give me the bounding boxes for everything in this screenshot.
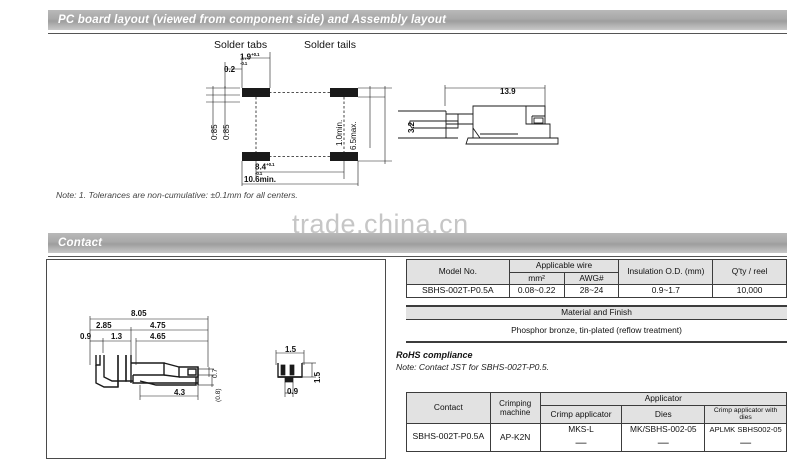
pcb-tolerance-note: Note: 1. Tolerances are non-cumulative: … <box>56 190 298 200</box>
dimension-contact-4-65: 4.65 <box>150 332 166 341</box>
material-value: Phosphor bronze, tin-plated (reflow trea… <box>406 318 787 344</box>
crimping-machine-line2: machine <box>500 408 531 418</box>
section-header-pcb-layout-title: PC board layout (viewed from component s… <box>58 14 447 26</box>
cell-qty: 10,000 <box>712 284 787 299</box>
dimension-contact-4-75: 4.75 <box>150 321 166 330</box>
rohs-compliance-note: Note: Contact JST for SBHS-002T-P0.5. <box>396 362 550 372</box>
dimension-contact-overall: 8.05 <box>131 309 147 318</box>
cell-crimp-applicator-with-dies: APLMK SBHS002-05 <box>704 423 787 436</box>
dimension-contact-4-3: 4.3 <box>174 388 186 397</box>
col-model-no: Model No. <box>406 258 510 286</box>
dimension-contact-2-85: 2.85 <box>96 321 112 330</box>
cell-model-no: SBHS-002T-P0.5A <box>406 284 510 299</box>
dimension-left-v2: 0.85 <box>222 124 231 140</box>
table-row-material-value: Phosphor bronze, tin-plated (reflow trea… <box>406 318 787 344</box>
dimension-contact-1-3: 1.3 <box>111 332 123 341</box>
cell-dies-alt: — <box>621 435 706 452</box>
cell-crimp-applicator: MKS-L <box>539 423 623 436</box>
rohs-compliance-title: RoHS compliance <box>396 350 473 360</box>
assembly-layout-drawing <box>398 76 598 156</box>
dimension-pad-width: 1.9+0.1-0.1 <box>240 52 260 66</box>
pcb-board-layout-drawing <box>180 36 410 186</box>
dimension-section-width: 1.5 <box>285 345 297 354</box>
table-row: SBHS-002T-P0.5A AP-K2N MKS-L MK/SBHS-002… <box>406 423 787 452</box>
section-header-contact-title: Contact <box>58 237 103 249</box>
material-header-label: Material and Finish <box>406 304 787 320</box>
dimension-section-bottom: 0.9 <box>287 387 299 396</box>
dimension-section-height: 1.5 <box>313 371 322 383</box>
contact-cross-section-drawing <box>268 343 328 405</box>
contact-terminal-drawing <box>78 305 258 405</box>
section-header-contact-underline <box>48 256 787 257</box>
table-row-header-1: Contact Crimping machine Applicator <box>406 391 788 425</box>
cell-crimp-applicator-with-dies-alt: — <box>704 435 787 452</box>
section-header-pcb-layout: PC board layout (viewed from component s… <box>48 10 787 30</box>
col-insulation-od: Insulation O.D. (mm) <box>618 258 714 286</box>
col-applicator: Applicator <box>539 392 788 406</box>
col-awg: AWG# <box>563 271 620 286</box>
cell-mm2: 0.08~0.22 <box>508 284 565 299</box>
cell-crimp-applicator-alt: — <box>539 435 623 452</box>
col-crimp-applicator-with-dies: Crimp applicator with dies <box>704 404 787 425</box>
section-header-contact: Contact <box>48 233 787 253</box>
table-row: — — — <box>407 435 787 452</box>
col-crimping-machine: Crimping machine <box>489 391 541 425</box>
dimension-assembly-length: 13.9 <box>500 87 516 96</box>
dimension-contact-0-9: 0.9 <box>80 332 92 341</box>
table-row-header-1: Model No. Applicable wire Insulation O.D… <box>406 258 787 286</box>
table-row-material-header: Material and Finish <box>406 304 787 320</box>
contact-drawing-panel <box>46 259 386 459</box>
cell-insulation: 0.9~1.7 <box>618 284 714 299</box>
col-dies: Dies <box>621 404 706 425</box>
solder-tabs-caption: Solder tabs <box>214 39 268 51</box>
col-applicable-wire: Applicable wire <box>508 259 620 273</box>
cell-contact-model: SBHS-002T-P0.5A <box>406 423 491 452</box>
cell-awg: 28~24 <box>563 284 620 299</box>
cell-crimping-machine: AP-K2N <box>489 423 541 452</box>
table-row-header-2: Crimp applicator Dies Crimp applicator w… <box>407 404 787 425</box>
section-header-pcb-underline <box>48 33 787 34</box>
col-mm2: mm² <box>508 271 565 286</box>
dimension-total-width: 10.6min. <box>244 175 277 184</box>
dimension-contact-0-8: (0.8) <box>215 388 222 402</box>
applicable-wire-table: Model No. Applicable wire Insulation O.D… <box>406 258 787 299</box>
dimension-contact-0-7: 0.7 <box>212 368 219 378</box>
dimension-gap: 0.2 <box>224 65 236 74</box>
dimension-right-v2: 6.5max. <box>349 121 358 150</box>
solder-tails-caption: Solder tails <box>304 39 356 51</box>
table-row-header-2: mm² AWG# <box>407 271 787 286</box>
col-crimp-applicator: Crimp applicator <box>539 404 623 425</box>
dimension-right-v1: 1.0min. <box>335 119 344 146</box>
dimension-assembly-height: 3.2 <box>407 121 416 133</box>
dimension-left-v1: 0.85 <box>210 124 219 140</box>
material-and-finish-table: Material and Finish Phosphor bronze, tin… <box>406 304 787 344</box>
cell-dies: MK/SBHS-002-05 <box>621 423 706 436</box>
crimping-machine-line1: Crimping <box>499 398 532 408</box>
col-contact: Contact <box>406 391 491 425</box>
table-row: SBHS-002T-P0.5A 0.08~0.22 28~24 0.9~1.7 … <box>406 284 787 299</box>
dimension-center-span: 8.4+0.1-0.1 <box>255 162 275 176</box>
applicator-table: Contact Crimping machine Applicator Crim… <box>406 391 788 452</box>
col-qty-reel: Q'ty / reel <box>712 258 787 286</box>
